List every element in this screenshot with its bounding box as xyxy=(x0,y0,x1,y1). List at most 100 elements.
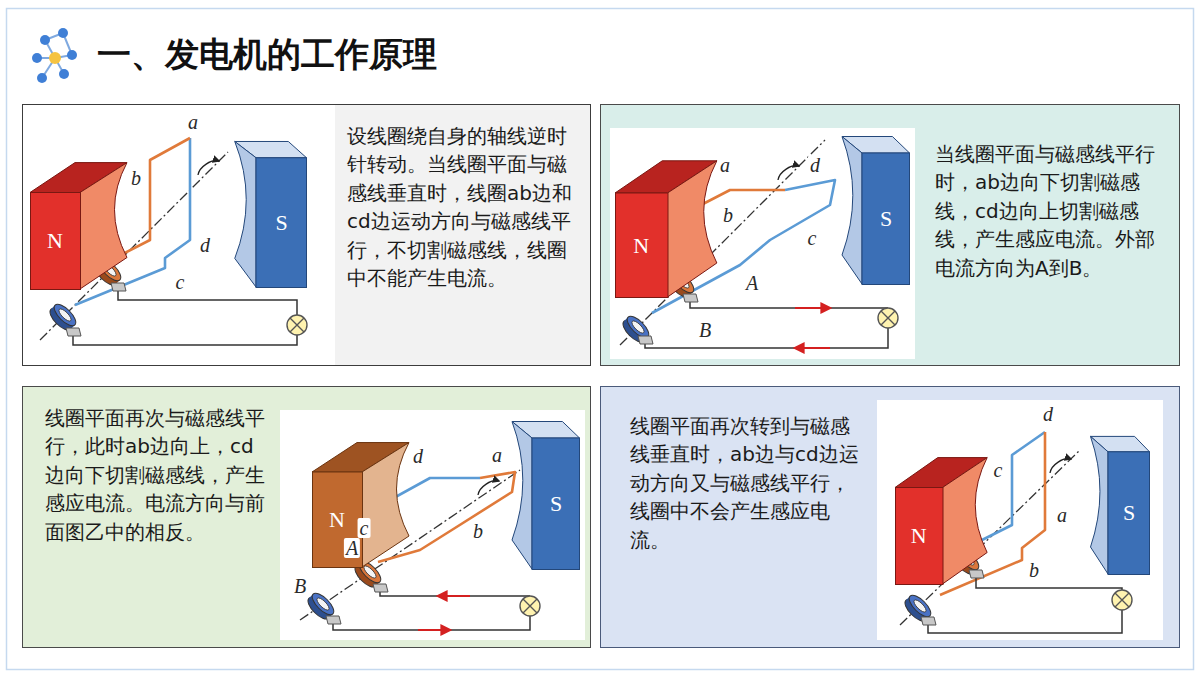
page-frame xyxy=(7,9,1194,670)
pole-letter: N xyxy=(312,507,362,533)
ring-face xyxy=(309,590,337,618)
part-label: c xyxy=(992,460,1005,480)
carbon-brush xyxy=(921,617,936,625)
explanation-panel: 线圈平面再次转到与磁感线垂直时，ab边与cd边运动方向又与磁感线平行，线圈中不会… xyxy=(600,386,1180,648)
circuit-wire xyxy=(380,592,530,596)
magnet-shape xyxy=(312,440,412,568)
lamp-cross xyxy=(1115,593,1129,607)
ring-hole xyxy=(362,564,378,580)
magnet-pole-face xyxy=(943,458,988,584)
panel-ground xyxy=(600,104,1180,366)
ring-hole xyxy=(912,598,928,614)
pole-letter: S xyxy=(862,206,910,232)
ring-hole xyxy=(630,319,646,335)
current-arrow xyxy=(438,595,470,597)
part-label: b xyxy=(721,205,735,225)
explanation-panel: 设线圈绕自身的轴线逆时针转动。当线圈平面与磁感线垂直时，线圈ab边和cd边运动方… xyxy=(22,104,591,366)
part-label: c xyxy=(358,518,371,538)
magnet-pole-face xyxy=(512,422,532,570)
carbon-brush xyxy=(373,584,388,592)
panel-text: 线圈平面再次转到与磁感线垂直时，ab边与cd边运动方向又与磁感线平行，线圈中不会… xyxy=(630,412,864,554)
lamp-symbol xyxy=(520,596,540,616)
rotation-arrow xyxy=(1050,459,1071,473)
coil-wire xyxy=(115,138,190,258)
circuit-wire xyxy=(333,616,530,630)
carbon-brush xyxy=(66,328,81,336)
part-label: a xyxy=(186,112,200,132)
icon-dot xyxy=(58,28,68,38)
pole-letter: S xyxy=(532,491,580,517)
magnet-pole: N xyxy=(312,440,412,568)
panel-ground xyxy=(22,386,591,648)
panel-text: 线圈平面再次与磁感线平行，此时ab边向上，cd边向下切割磁感线，产生感应电流。电… xyxy=(45,404,269,546)
lamp-bulb xyxy=(287,315,307,335)
pole-letter: N xyxy=(615,233,668,259)
part-label: d xyxy=(808,155,822,175)
magnet-front xyxy=(256,158,307,288)
icon-dot xyxy=(49,52,61,64)
coil-wire xyxy=(940,432,1045,595)
magnet-pole-face xyxy=(235,141,256,287)
carbon-brush xyxy=(326,616,341,624)
magnet-pole-face xyxy=(362,443,409,567)
part-label: b xyxy=(129,168,143,188)
magnet-front xyxy=(862,153,910,285)
magnet-front xyxy=(896,488,944,585)
panel-ground xyxy=(280,410,585,640)
part-label: d xyxy=(411,446,425,466)
ring-face xyxy=(906,592,934,620)
lamp-symbol xyxy=(287,315,307,335)
magnet-front xyxy=(313,472,363,568)
part-label: b xyxy=(471,521,485,541)
panel-ground xyxy=(610,128,915,359)
part-label: d xyxy=(198,235,212,255)
part-label: b xyxy=(1027,560,1041,580)
lamp-cross xyxy=(881,311,895,325)
current-arrow xyxy=(795,347,830,349)
ring-hole xyxy=(315,596,331,612)
magnet-shape xyxy=(615,158,720,298)
circuit-wire xyxy=(118,291,297,315)
explanation-panel: 线圈平面再次与磁感线平行，此时ab边向上，cd边向下切割磁感线，产生感应电流。电… xyxy=(22,386,591,648)
magnet-front xyxy=(616,193,669,298)
icon-dot xyxy=(40,35,50,45)
current-arrow xyxy=(795,307,830,309)
pole-letter: S xyxy=(1108,500,1150,526)
magnet-pole: S xyxy=(830,135,910,285)
pole-letter: S xyxy=(256,210,307,236)
pole-letter: N xyxy=(895,523,943,549)
magnet-front xyxy=(532,438,580,570)
circuit-wire xyxy=(928,610,1122,633)
part-label: A xyxy=(344,538,360,558)
magnet-front xyxy=(31,193,81,290)
lamp-bulb xyxy=(878,308,898,328)
icon-dot xyxy=(59,69,69,79)
magnet-shape xyxy=(895,455,990,585)
carbon-brush xyxy=(683,294,698,302)
magnet-front xyxy=(1108,452,1150,575)
circuit-wire xyxy=(73,335,297,345)
icon-dot xyxy=(67,50,77,60)
coil-wire xyxy=(972,432,1045,545)
title-icon xyxy=(32,28,77,83)
magnet-pole-face xyxy=(668,161,717,297)
magnet-pole: N xyxy=(615,158,720,298)
magnet-pole: N xyxy=(895,455,990,585)
circuit-wire xyxy=(976,578,1122,590)
rotation-arrow xyxy=(198,161,219,175)
part-label: a xyxy=(718,155,732,175)
part-label: c xyxy=(806,228,819,248)
part-label: c xyxy=(174,272,187,292)
lamp-bulb xyxy=(520,596,540,616)
magnet-shape xyxy=(500,420,580,570)
magnet-shape xyxy=(30,160,130,290)
carbon-brush xyxy=(969,570,984,578)
explanation-panel: 当线圈平面与磁感线平行时，ab边向下切割磁感线，cd边向上切割磁感线，产生感应电… xyxy=(600,104,1180,366)
part-label: B xyxy=(697,320,713,340)
part-label: d xyxy=(1041,404,1055,424)
rotation-arrow xyxy=(778,166,799,180)
magnet-shape xyxy=(830,135,910,285)
magnet-shape xyxy=(222,140,307,288)
current-arrow xyxy=(418,629,450,631)
circuit-wire xyxy=(645,328,888,348)
